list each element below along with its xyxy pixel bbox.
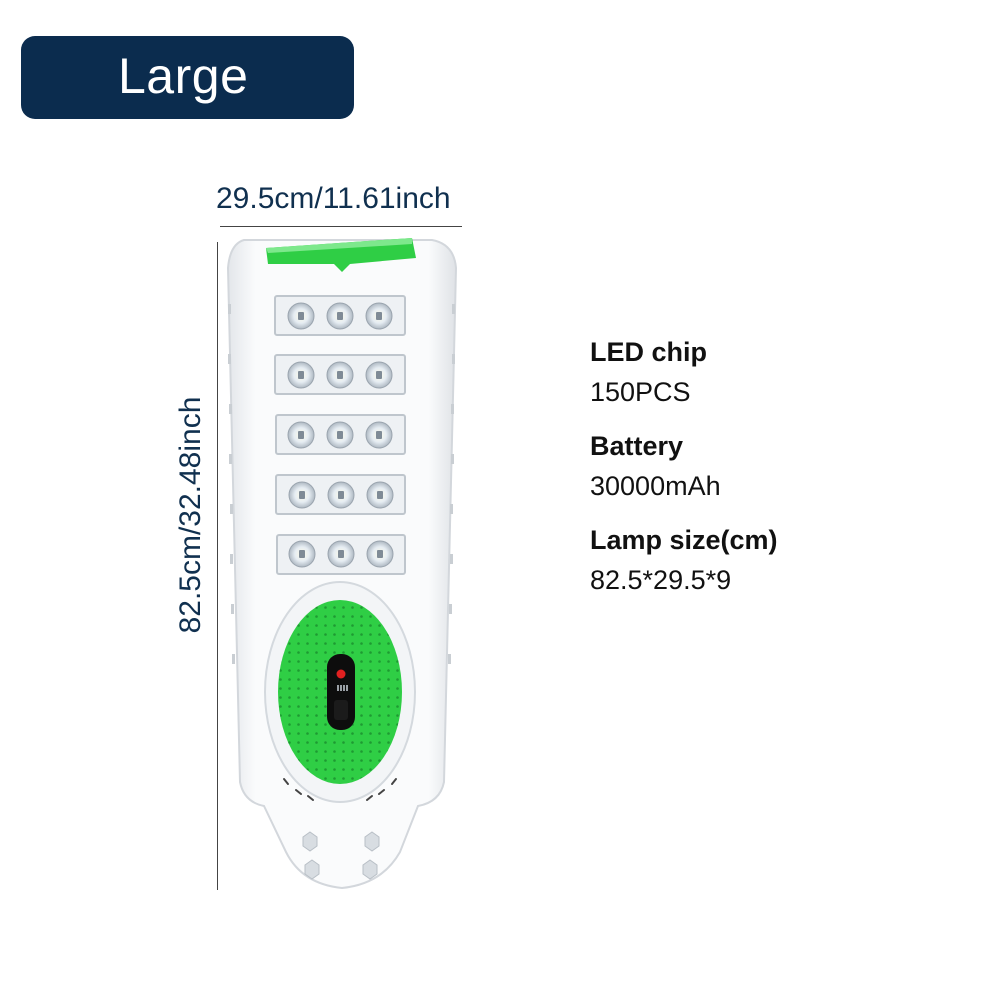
spec-value: 150PCS [590, 377, 691, 407]
size-badge-label: Large [118, 48, 249, 104]
spec-title: Battery [590, 431, 684, 461]
height-dimension-line [217, 242, 218, 890]
height-dimension-label: 82.5cm/32.48inch [174, 396, 207, 634]
spec-title: Lamp size(cm) [590, 525, 778, 555]
spec-led-chip: LED chip 150PCS [590, 332, 970, 412]
spec-title: LED chip [590, 337, 708, 367]
spec-value: 82.5*29.5*9 [590, 565, 732, 595]
spec-lamp-size: Lamp size(cm) 82.5*29.5*9 [590, 520, 970, 600]
spec-battery: Battery 30000mAh [590, 426, 970, 506]
width-dimension-label: 29.5cm/11.61inch [216, 182, 451, 215]
size-badge: Large [21, 36, 354, 119]
spec-value: 30000mAh [590, 471, 721, 501]
solar-street-lamp-image [226, 238, 458, 890]
width-dimension-line [220, 226, 462, 227]
specs-panel: LED chip 150PCS Battery 30000mAh Lamp si… [590, 332, 970, 614]
